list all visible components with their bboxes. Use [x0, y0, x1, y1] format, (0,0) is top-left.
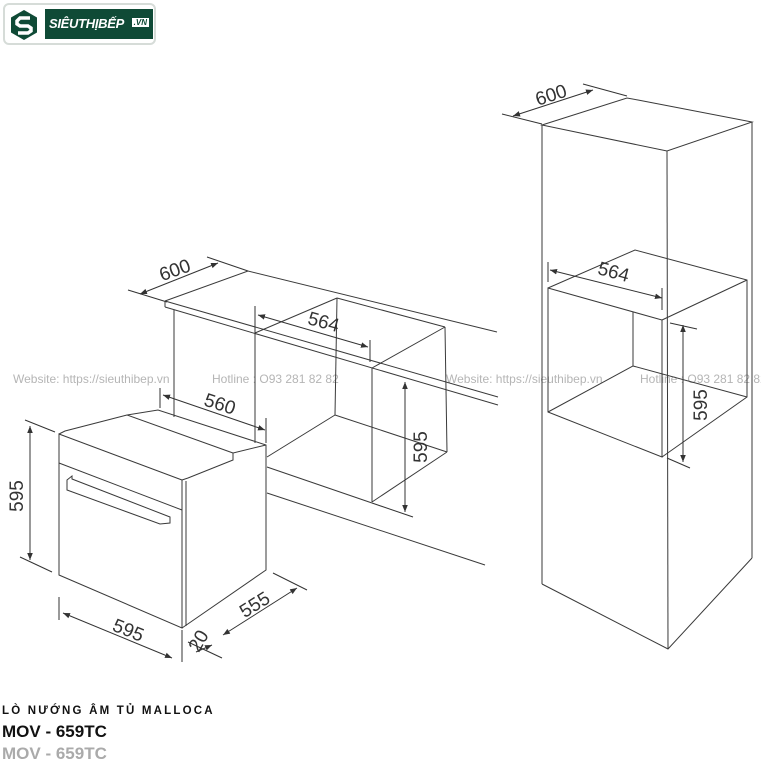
- product-model-shadow: MOV - 659TC: [2, 744, 107, 763]
- tall-cabinet: [540, 97, 754, 650]
- logo-s-icon: [11, 10, 37, 40]
- dim-counter-niche-height: 595: [411, 431, 432, 463]
- dim-oven-body-depth: 560: [201, 390, 238, 420]
- product-model: MOV - 659TC: [2, 722, 107, 741]
- dim-counter-width: 600: [157, 256, 194, 287]
- dim-oven-width: 595: [109, 615, 146, 646]
- watermark-hotline: Hotline : O93 281 82 82: [640, 372, 761, 386]
- watermark-website: Website: https://sieuthibep.vn: [446, 372, 603, 386]
- dim-door-thickness: 20: [185, 627, 214, 656]
- oven: [58, 409, 267, 629]
- dimension-lines: [19, 83, 698, 662]
- logo-wordmark: SIÊUTHỊBẾP .VN: [45, 9, 153, 39]
- watermark-hotline: Hotline : O93 281 82 82: [212, 372, 339, 386]
- logo-text: SIÊUTHỊBẾP: [49, 16, 125, 31]
- dim-tall-width: 600: [533, 81, 570, 111]
- oven-handle: [66, 474, 171, 525]
- dim-tall-niche-height: 595: [691, 389, 712, 421]
- dim-oven-depth: 555: [236, 588, 274, 623]
- counter-cabinet: [164, 270, 499, 566]
- dim-oven-height: 595: [7, 480, 28, 512]
- watermark-website: Website: https://sieuthibep.vn: [13, 372, 170, 386]
- logo-suffix: .VN: [131, 18, 149, 27]
- logo: SIÊUTHỊBẾP .VN: [3, 3, 156, 45]
- product-title: LÒ NƯỚNG ÂM TỦ MALLOCA: [2, 705, 215, 717]
